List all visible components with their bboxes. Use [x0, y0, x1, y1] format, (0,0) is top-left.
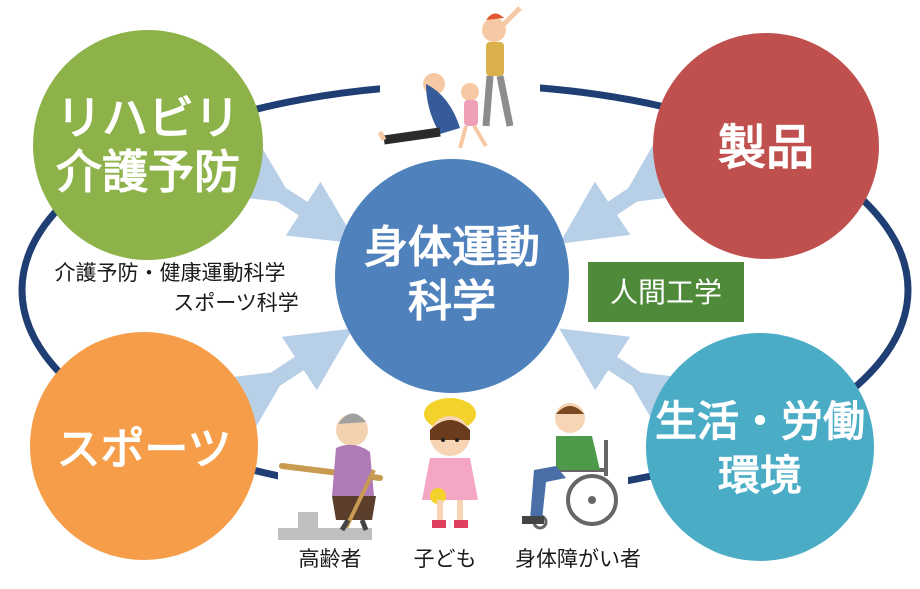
elderly-illustration: [278, 413, 383, 540]
badge-ergonomics: 人間工学: [588, 262, 744, 322]
caption-elderly: 高齢者: [299, 547, 362, 571]
arrow-product-center: [559, 141, 691, 244]
node-center: 身体運動 科学: [335, 159, 569, 393]
node-life-line1: 生活・労働: [655, 397, 865, 446]
caption-children: 子ども: [414, 547, 477, 571]
child-illustration: [422, 398, 478, 528]
arrow-rehab-center: [223, 141, 357, 244]
node-sports-line1: スポーツ: [56, 424, 231, 475]
badge-label: 人間工学: [610, 276, 722, 309]
node-product: 製品: [653, 33, 879, 259]
node-rehab-line1: リハビリ: [56, 91, 240, 145]
arrow-life-center: [559, 328, 695, 433]
node-sports: スポーツ: [30, 332, 258, 560]
node-product-line1: 製品: [718, 120, 814, 176]
center-line2: 科学: [408, 276, 496, 327]
node-rehab: リハビリ 介護予防: [33, 30, 263, 260]
wheelchair-illustration: [522, 403, 618, 530]
caption-left-line1: 介護予防・健康運動科学: [55, 261, 286, 285]
node-life: 生活・労働 環境: [646, 333, 874, 561]
node-life-line2: 環境: [718, 451, 802, 500]
caption-disabled: 身体障がい者: [515, 547, 641, 571]
stretching-family-illustration: [377, 6, 522, 149]
center-line1: 身体運動: [364, 222, 540, 273]
arrow-sports-center: [217, 328, 353, 433]
caption-left-line2: スポーツ科学: [173, 291, 299, 315]
node-rehab-line2: 介護予防: [56, 145, 240, 199]
